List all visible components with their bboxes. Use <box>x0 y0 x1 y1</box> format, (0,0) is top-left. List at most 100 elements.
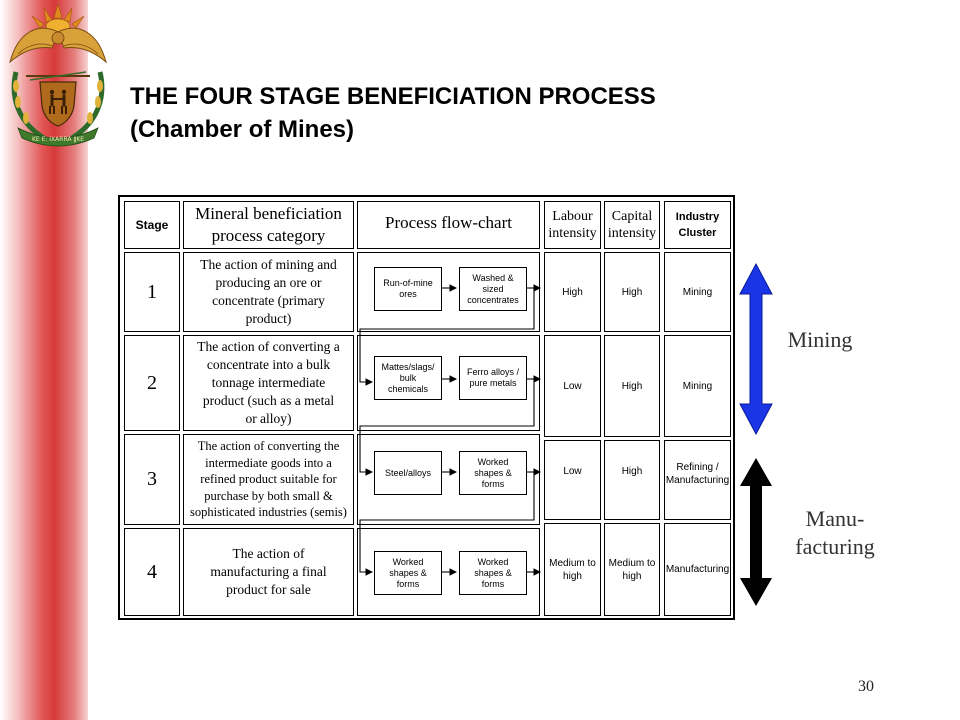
flow-line: Worked <box>392 556 424 567</box>
table-row-3-labour: Low <box>544 440 601 520</box>
flow-line: forms <box>396 578 420 589</box>
capital-value: High <box>605 336 659 436</box>
table-row-3-stage: 3 <box>124 434 180 525</box>
flow-line: shapes & <box>474 567 512 578</box>
table-row-4-description: The action of manufacturing a final prod… <box>183 528 354 616</box>
header-category-cell: Mineral beneficiation process category <box>183 201 354 249</box>
capital-value: High <box>605 441 659 519</box>
description-line: producing an ore or <box>215 275 322 290</box>
header-labour-line1: Labour <box>552 209 593 224</box>
description-line: product) <box>245 311 292 326</box>
table-row-4-stage: 4 <box>124 528 180 616</box>
cluster-value: Mining <box>665 253 730 331</box>
capital-line: High <box>621 380 643 392</box>
header-capital-line1: Capital <box>611 209 653 224</box>
flow-box-from: Steel/alloys <box>374 451 442 495</box>
description-line: sophisticated industries (semis) <box>190 505 347 520</box>
header-cluster-cell: Industry Cluster <box>664 201 731 249</box>
slide-title-line1: THE FOUR STAGE BENEFICIATION PROCESS <box>130 83 656 110</box>
capital-line: High <box>621 286 643 298</box>
table-row-3-capital: High <box>604 440 660 520</box>
description-text: The action of mining and producing an or… <box>184 253 353 331</box>
description-line: intermediate goods into a <box>205 455 332 470</box>
stage-number: 4 <box>147 560 157 583</box>
flow-line: Washed & <box>472 272 514 283</box>
description-text: The action of manufacturing a final prod… <box>184 529 353 615</box>
table-row-1-labour: High <box>544 252 601 332</box>
header-capital-cell: Capital intensity <box>604 201 660 249</box>
flow-arrow <box>359 472 535 576</box>
manufacturing-label: Manu- facturing <box>780 505 890 561</box>
header-category-line1: Mineral beneficiation <box>195 204 342 223</box>
description-line: concentrate (primary <box>212 293 325 308</box>
capital-value: High <box>605 253 659 331</box>
flow-arrow <box>359 288 535 386</box>
manufacturing-label-line2: facturing <box>795 534 875 559</box>
description-line: or alloy) <box>245 411 292 426</box>
flow-line: Steel/alloys <box>384 467 432 478</box>
flow-line: Mattes/slags/ <box>381 361 435 372</box>
table-row-3-description: The action of converting the intermediat… <box>183 434 354 525</box>
description-line: product (such as a metal <box>202 393 335 408</box>
description-line: The action of <box>232 546 305 561</box>
labour-line: Low <box>563 380 582 392</box>
manufacturing-double-arrow-icon <box>740 458 772 606</box>
flow-line: Ferro alloys / <box>466 367 519 377</box>
cluster-line: Manufacturing <box>665 564 730 575</box>
labour-line: high <box>563 570 582 582</box>
header-category: Mineral beneficiation process category <box>184 202 353 248</box>
flow-line: Worked <box>477 556 509 567</box>
header-stage: Stage <box>135 218 169 232</box>
cluster-line: Mining <box>682 380 713 392</box>
description-line: The action of converting a <box>197 339 340 354</box>
labour-value: High <box>545 253 600 331</box>
flow-arrow <box>359 379 535 476</box>
description-text: The action of converting a concentrate i… <box>184 336 353 430</box>
beneficiation-table: Stage Mineral beneficiation process cate… <box>118 195 735 620</box>
table-row-2-cluster: Mining <box>664 335 731 437</box>
mining-label: Mining <box>787 327 853 352</box>
description-line: The action of converting the <box>197 439 340 454</box>
description-line: manufacturing a final <box>210 564 327 579</box>
flow-line: shapes & <box>474 467 512 478</box>
labour-line: Medium to <box>549 557 596 569</box>
flow-line: bulk <box>399 372 417 383</box>
header-category-line2: process category <box>211 226 326 245</box>
labour-value: Low <box>545 336 600 436</box>
header-capital: Capital intensity <box>605 202 659 248</box>
stage-number: 1 <box>147 280 157 303</box>
labour-line: High <box>562 286 583 298</box>
table-row-2-description: The action of converting a concentrate i… <box>183 335 354 431</box>
header-flow: Process flow-chart <box>385 213 512 232</box>
mining-double-arrow-icon <box>739 262 773 436</box>
description-line: The action of mining and <box>200 257 337 272</box>
table-row-1-cluster: Mining <box>664 252 731 332</box>
flow-line: forms <box>481 578 505 589</box>
flow-line: Worked <box>477 456 509 467</box>
header-stage-cell: Stage <box>124 201 180 249</box>
description-line: product for sale <box>226 582 311 597</box>
capital-line: Medium to <box>608 557 656 569</box>
description-line: purchase by both small & <box>204 488 333 503</box>
header-cluster-line2: Cluster <box>678 227 717 239</box>
page-number: 30 <box>858 678 874 695</box>
labour-line: Low <box>563 466 582 477</box>
emblem-motto: KE E: IXARRA ǁKE <box>32 136 84 143</box>
cluster-line: Refining / <box>676 462 719 473</box>
table-row-2-labour: Low <box>544 335 601 437</box>
cluster-value: Mining <box>665 336 730 436</box>
table-row-2-capital: High <box>604 335 660 437</box>
description-line: tonnage intermediate <box>211 375 326 390</box>
slide-sidebar-band <box>0 0 88 720</box>
header-labour-line2: intensity <box>548 226 597 241</box>
